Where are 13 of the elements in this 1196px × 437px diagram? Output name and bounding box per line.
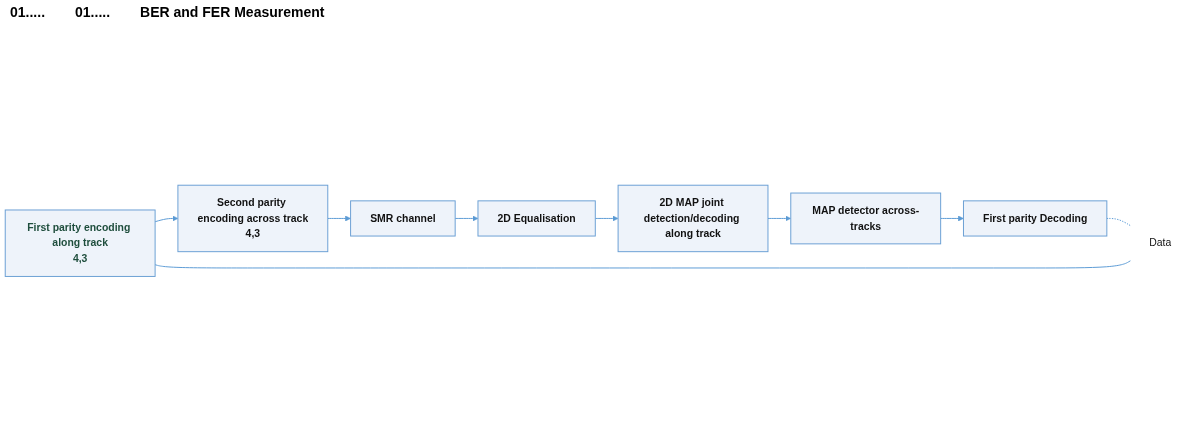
note-text: 01..... bbox=[10, 4, 46, 20]
node-box: First parity Decoding bbox=[962, 200, 1108, 237]
node-box: First parity encoding along track 4,3 bbox=[4, 209, 156, 277]
connector bbox=[1106, 217, 1131, 226]
node-text: Data bbox=[1149, 237, 1172, 249]
note-text: BER and FER Measurement bbox=[140, 4, 325, 20]
node-box: 2D Equalisation bbox=[477, 200, 596, 237]
note-text: 01..... bbox=[75, 4, 111, 20]
node-box: SMR channel bbox=[350, 200, 456, 237]
node-box: MAP detector across-tracks bbox=[790, 192, 942, 244]
connector bbox=[154, 260, 1131, 269]
node-box: Second parity encoding across track 4,3 bbox=[177, 184, 329, 252]
node-box: 2D MAP joint detection/decoding along track bbox=[617, 184, 769, 252]
